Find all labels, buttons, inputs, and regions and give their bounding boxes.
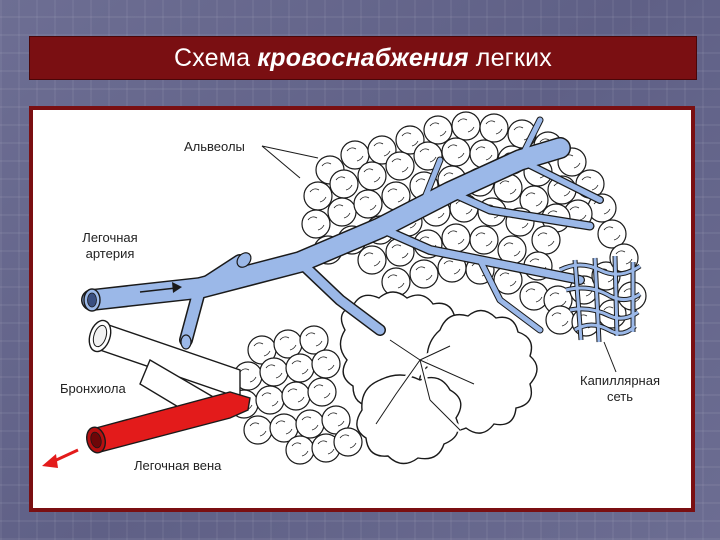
label-pulmonary-vein: Легочная вена bbox=[134, 458, 222, 473]
label-capillary-network: Капиллярная сеть bbox=[570, 373, 670, 405]
capillary-network-fill bbox=[559, 255, 641, 343]
label-capillary-line2: сеть bbox=[606, 389, 634, 404]
title-text-emphasis: кровоснабжения bbox=[257, 43, 469, 72]
title-text-1: Схема bbox=[173, 43, 258, 72]
label-pulmonary-artery-line2: артерия bbox=[85, 246, 135, 261]
pulmonary-vein bbox=[86, 391, 251, 454]
title-text-3: легких bbox=[468, 43, 552, 72]
label-pulmonary-artery-line1: Легочная bbox=[82, 230, 138, 245]
slide-title: Схема кровоснабжения легких bbox=[29, 36, 697, 80]
alveoli-cluster bbox=[301, 111, 647, 337]
artery-flow-arrow bbox=[139, 282, 182, 293]
leader-lines bbox=[261, 145, 617, 373]
vein-flow-arrow bbox=[42, 448, 79, 468]
label-capillary-line1: Капиллярная bbox=[580, 373, 660, 388]
label-bronchiole: Бронхиола bbox=[60, 381, 126, 396]
label-alveoli: Альвеолы bbox=[184, 139, 245, 154]
alveolar-sac-section bbox=[339, 291, 538, 465]
label-pulmonary-artery: Легочная артерия bbox=[70, 230, 150, 262]
pulmonary-artery bbox=[81, 116, 604, 350]
